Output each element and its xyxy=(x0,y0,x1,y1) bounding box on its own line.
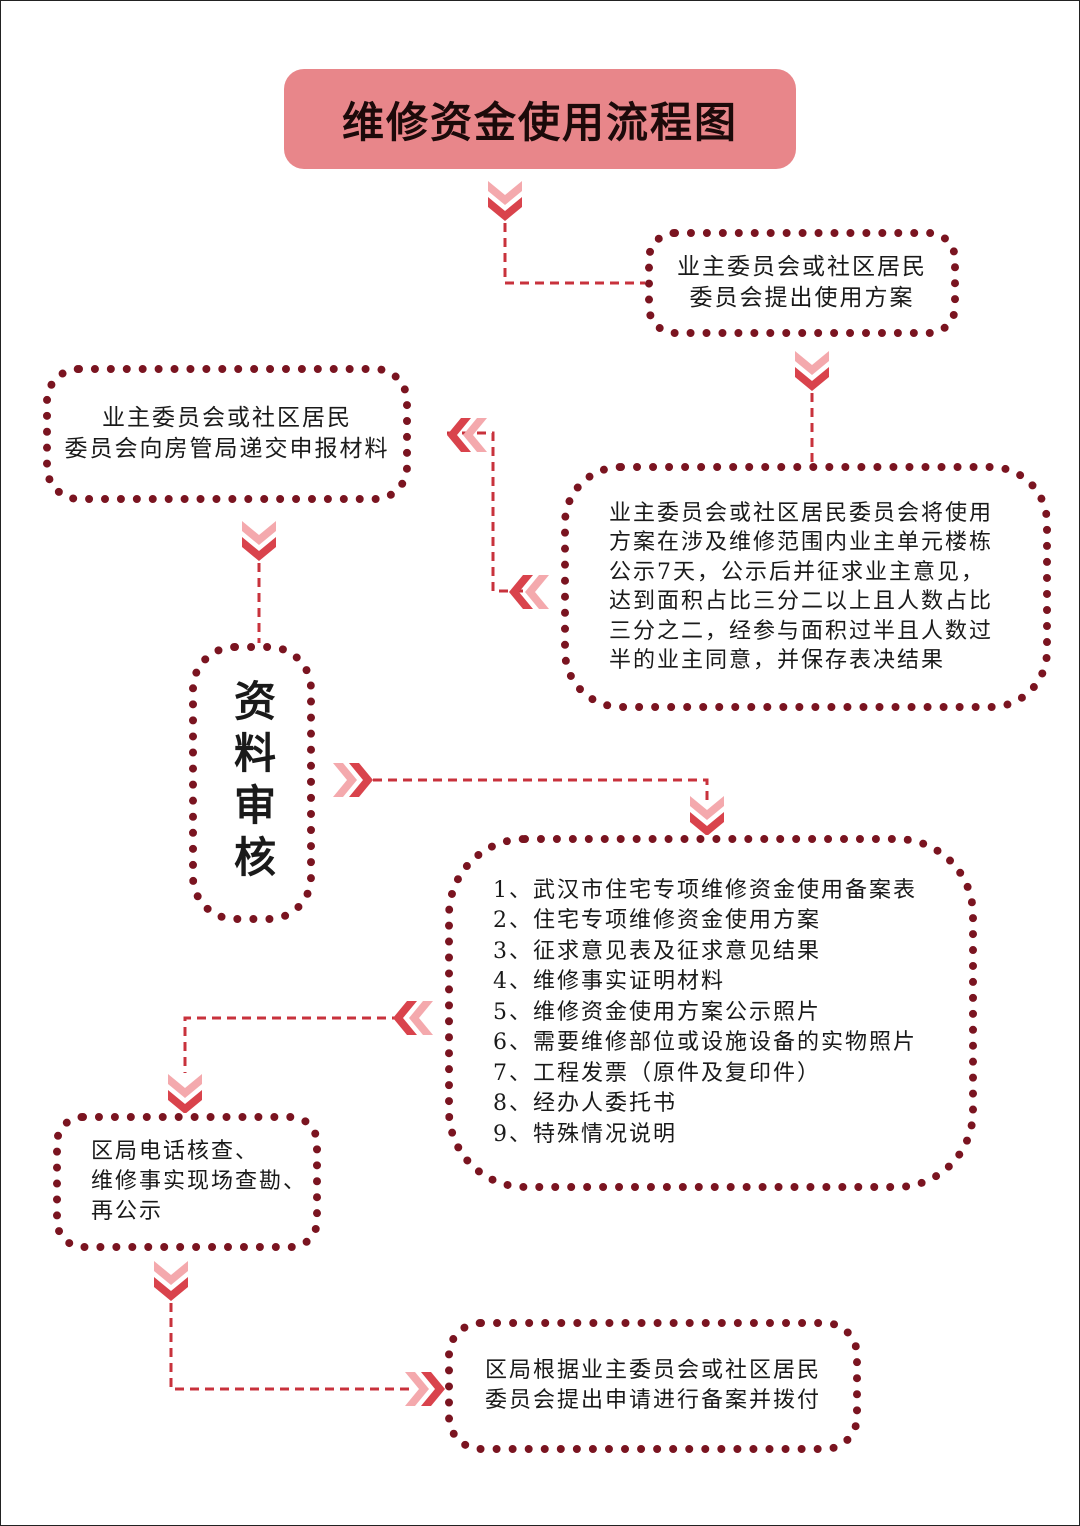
list-item: 3、征求意见表及征求意见结果 xyxy=(493,938,821,964)
connector-publicize-to-submit xyxy=(447,431,523,593)
connector-materials-to-verify xyxy=(183,1016,401,1073)
page-title: 维修资金使用流程图 xyxy=(341,97,738,147)
node-text-line: 委员会提出申请进行备案并拨付 xyxy=(484,1388,821,1413)
node-review-label: 资料审核 xyxy=(227,679,277,887)
node-text-line: 再公示 xyxy=(91,1199,164,1224)
chevron-down-icon xyxy=(795,351,829,391)
chevron-down-icon xyxy=(690,796,724,836)
chevron-right-icon xyxy=(405,1372,445,1406)
chevron-left-icon xyxy=(393,1001,433,1035)
node-text-line: 达到面积占比三分二以上且人数占比 xyxy=(609,589,994,614)
node-text-line: 区局根据业主委员会或社区居民 xyxy=(484,1358,821,1383)
node-text-line: 业主委员会或社区居民 xyxy=(677,254,927,280)
node-text-line: 委员会向房管局递交申报材料 xyxy=(64,436,390,462)
node-text-line: 区局电话核查、 xyxy=(91,1139,260,1164)
chevron-left-icon xyxy=(447,418,487,452)
node-text-line: 业主委员会或社区居民 xyxy=(102,405,352,431)
list-item: 7、工程发票（原件及复印件） xyxy=(493,1060,821,1086)
node-text-line: 方案在涉及维修范围内业主单元楼栋 xyxy=(609,530,994,555)
chevron-down-icon xyxy=(488,181,522,221)
node-verify-inspect: 区局电话核查、 维修事实现场查勘、 再公示 xyxy=(53,1113,321,1251)
list-item: 5、维修资金使用方案公示照片 xyxy=(493,999,821,1025)
list-item: 2、住宅专项维修资金使用方案 xyxy=(493,908,821,934)
chevron-down-icon xyxy=(154,1261,188,1301)
node-text-line: 业主委员会或社区居民委员会将使用 xyxy=(609,500,994,526)
node-text-line: 半的业主同意，并保存表决结果 xyxy=(609,648,946,673)
node-text-line: 维修事实现场查勘、 xyxy=(91,1169,308,1194)
chevron-right-icon xyxy=(333,763,373,797)
chevron-down-icon xyxy=(168,1074,202,1114)
connector-title-to-propose xyxy=(503,223,645,285)
connector-verify-to-disburse xyxy=(169,1303,409,1391)
list-item: 4、维修事实证明材料 xyxy=(493,969,725,995)
list-item: 6、需要维修部位或设施设备的实物照片 xyxy=(493,1030,917,1056)
node-text-line: 三分之二，经参与面积过半且人数过 xyxy=(609,618,994,644)
node-material-review: 资料审核 xyxy=(189,643,315,923)
node-submit-materials: 业主委员会或社区居民 委员会向房管局递交申报材料 xyxy=(43,365,411,503)
node-propose-plan: 业主委员会或社区居民 委员会提出使用方案 xyxy=(645,229,959,337)
node-required-materials: 1、武汉市住宅专项维修资金使用备案表 2、住宅专项维修资金使用方案 3、征求意见… xyxy=(445,835,977,1191)
node-text-line: 委员会提出使用方案 xyxy=(689,285,915,311)
list-item: 8、经办人委托书 xyxy=(493,1091,677,1117)
chevron-down-icon xyxy=(242,521,276,561)
node-text-line: 公示7天，公示后并征求业主意见， xyxy=(609,559,985,585)
title-banner: 维修资金使用流程图 xyxy=(284,69,796,169)
list-item: 9、特殊情况说明 xyxy=(493,1121,677,1147)
chevron-left-icon xyxy=(509,575,549,609)
connector-review-to-materials xyxy=(373,778,709,801)
node-record-disburse: 区局根据业主委员会或社区居民 委员会提出申请进行备案并拨付 xyxy=(445,1319,861,1453)
list-item: 1、武汉市住宅专项维修资金使用备案表 xyxy=(493,877,917,903)
node-publicize-vote: 业主委员会或社区居民委员会将使用 方案在涉及维修范围内业主单元楼栋 公示7天，公… xyxy=(561,463,1051,711)
